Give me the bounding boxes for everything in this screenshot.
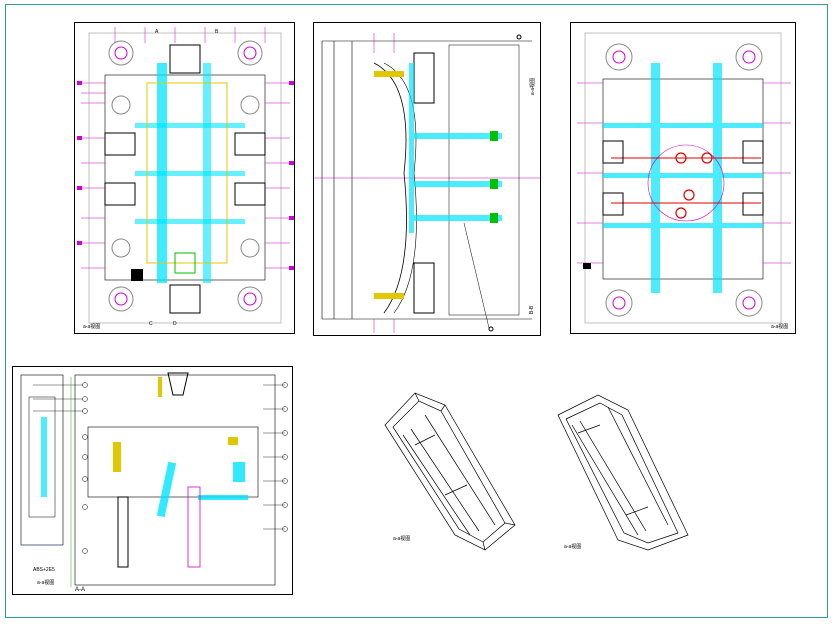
outer-frame [5,4,828,618]
iso-view-right: a-a视图 [548,385,698,555]
corner-label-b: B [215,29,219,35]
bottom-left-section-view: ABS+2E5 a-a视图 A-A [12,366,293,595]
section-label-a-a: A-A [75,587,86,593]
iso-left-tag: a-a视图 [393,536,411,542]
corner-label-a: A [155,29,159,35]
top-left-plate-drawing [77,27,294,324]
top-right-plate-drawing [577,32,791,324]
corner-label-c: C [149,321,153,327]
top-left-view-tag: a-a视图 [83,324,101,330]
top-right-view-tag: a-a视图 [771,324,789,330]
top-middle-section-view: B-B a-a视图 [313,22,541,336]
top-left-plate-view: a-a视图 A B C D [74,22,295,334]
corner-label-d: D [173,321,177,327]
bottom-left-side-tag: ABS+2E5 [33,567,55,573]
top-middle-side-tag: a-a视图 [530,77,537,96]
top-right-plate-view: a-a视图 [570,22,796,334]
bottom-left-section-drawing [20,372,288,587]
iso-right-tag: a-a视图 [564,544,582,550]
bottom-left-side-tag-2: a-a视图 [37,580,55,586]
iso-right-drawing [557,394,689,551]
top-middle-section-drawing [314,33,540,333]
iso-left-drawing [384,392,516,551]
top-middle-view-tag: B-B [529,305,536,315]
iso-view-left: a-a视图 [375,385,525,555]
